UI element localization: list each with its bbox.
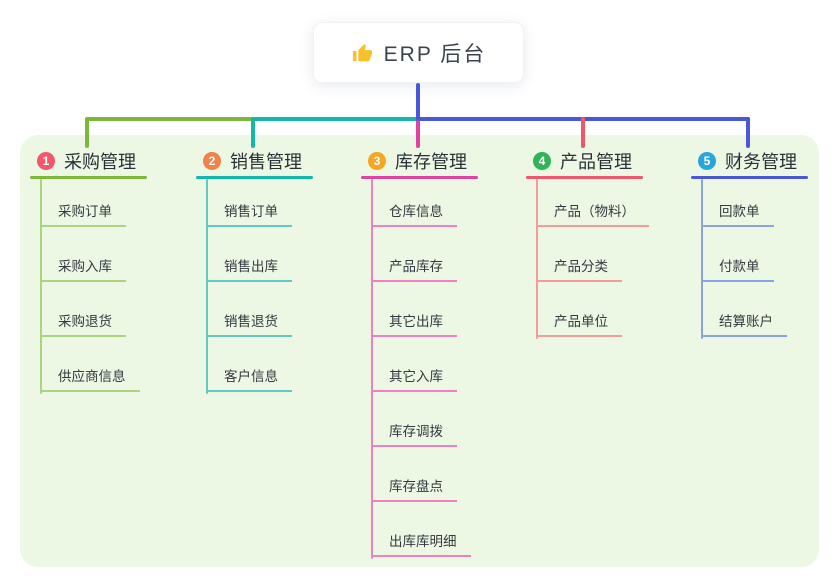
root-connector-line bbox=[416, 83, 420, 121]
branch-node-3[interactable]: 3 库存管理 bbox=[368, 149, 467, 173]
branch-trunk-line bbox=[701, 179, 703, 339]
branch-label: 财务管理 bbox=[725, 152, 797, 172]
branch-underline bbox=[196, 176, 313, 179]
root-node[interactable]: ERP 后台 bbox=[313, 22, 524, 83]
connector-drop-line bbox=[581, 117, 585, 148]
leaf-node[interactable]: 销售出库 bbox=[206, 255, 292, 282]
branch-number-badge: 3 bbox=[368, 152, 386, 170]
root-label: ERP 后台 bbox=[383, 42, 487, 66]
leaf-node[interactable]: 库存调拨 bbox=[371, 420, 457, 447]
leaf-node[interactable]: 付款单 bbox=[701, 255, 774, 282]
branch-underline bbox=[30, 176, 147, 179]
thumbs-up-icon bbox=[351, 41, 374, 64]
connector-bus-line bbox=[253, 117, 418, 121]
connector-drop-line bbox=[746, 117, 750, 148]
branch-node-4[interactable]: 4 产品管理 bbox=[533, 149, 632, 173]
connector-drop-line bbox=[251, 117, 255, 148]
leaf-node[interactable]: 其它入库 bbox=[371, 365, 457, 392]
branch-trunk-line bbox=[536, 179, 538, 339]
leaf-node[interactable]: 产品分类 bbox=[536, 255, 622, 282]
leaf-node[interactable]: 出库库明细 bbox=[371, 530, 471, 557]
mindmap-canvas bbox=[20, 135, 819, 567]
connector-drop-line bbox=[85, 117, 89, 148]
leaf-node[interactable]: 供应商信息 bbox=[40, 365, 140, 392]
branch-label: 产品管理 bbox=[560, 152, 632, 172]
branch-trunk-line bbox=[371, 179, 373, 559]
leaf-node[interactable]: 产品单位 bbox=[536, 310, 622, 337]
branch-label: 库存管理 bbox=[395, 152, 467, 172]
leaf-node[interactable]: 采购入库 bbox=[40, 255, 126, 282]
leaf-node[interactable]: 仓库信息 bbox=[371, 200, 457, 227]
leaf-node[interactable]: 销售订单 bbox=[206, 200, 292, 227]
branch-underline bbox=[691, 176, 808, 179]
connector-drop-line bbox=[416, 117, 420, 148]
branch-trunk-line bbox=[206, 179, 208, 394]
branch-number-badge: 1 bbox=[37, 152, 55, 170]
leaf-node[interactable]: 结算账户 bbox=[701, 310, 787, 337]
leaf-node[interactable]: 采购退货 bbox=[40, 310, 126, 337]
branch-number-badge: 5 bbox=[698, 152, 716, 170]
leaf-node[interactable]: 销售退货 bbox=[206, 310, 292, 337]
leaf-node[interactable]: 采购订单 bbox=[40, 200, 126, 227]
branch-underline bbox=[361, 176, 478, 179]
leaf-node[interactable]: 产品（物料） bbox=[536, 200, 649, 227]
leaf-node[interactable]: 库存盘点 bbox=[371, 475, 457, 502]
branch-node-1[interactable]: 1 采购管理 bbox=[37, 149, 136, 173]
branch-label: 采购管理 bbox=[64, 152, 136, 172]
leaf-node[interactable]: 其它出库 bbox=[371, 310, 457, 337]
branch-node-5[interactable]: 5 财务管理 bbox=[698, 149, 797, 173]
branch-underline bbox=[526, 176, 643, 179]
leaf-node[interactable]: 回款单 bbox=[701, 200, 774, 227]
leaf-node[interactable]: 产品库存 bbox=[371, 255, 457, 282]
branch-number-badge: 4 bbox=[533, 152, 551, 170]
branch-label: 销售管理 bbox=[230, 152, 302, 172]
branch-trunk-line bbox=[40, 179, 42, 394]
branch-node-2[interactable]: 2 销售管理 bbox=[203, 149, 302, 173]
branch-number-badge: 2 bbox=[203, 152, 221, 170]
leaf-node[interactable]: 客户信息 bbox=[206, 365, 292, 392]
connector-bus-line bbox=[86, 117, 255, 121]
